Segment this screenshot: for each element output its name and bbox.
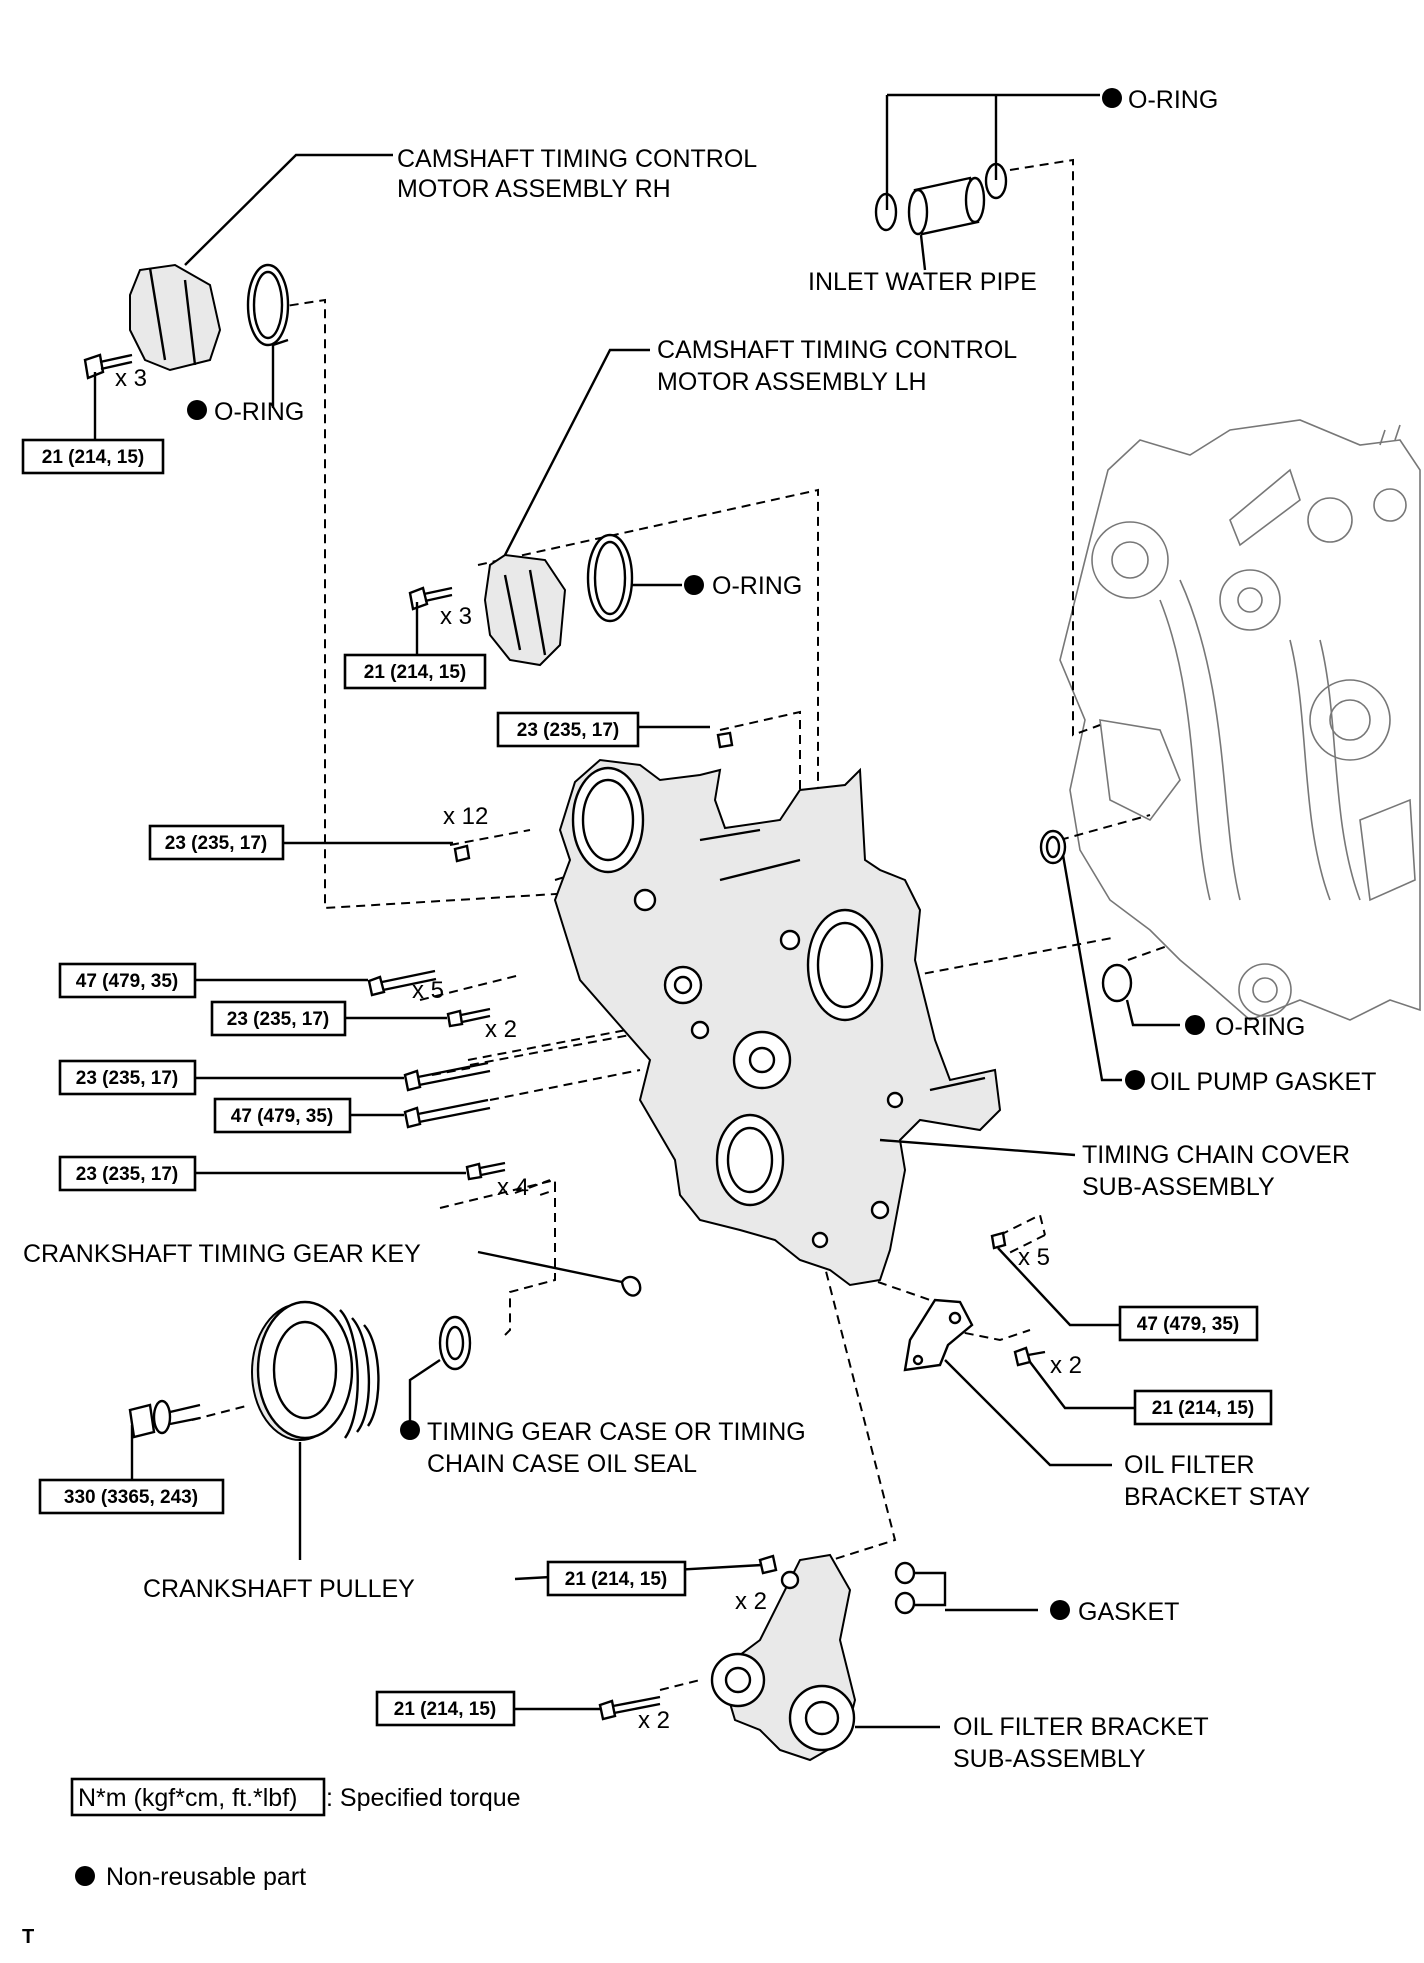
torque-value: 47 (479, 35) bbox=[76, 971, 178, 992]
leader-lines bbox=[93, 93, 1180, 1729]
label-camshaft-rh-line2: MOTOR ASSEMBLY RH bbox=[397, 175, 671, 203]
oil-filter-bracket-stay-illustration bbox=[903, 1298, 1046, 1372]
engine-block-illustration bbox=[1059, 419, 1421, 1021]
torque-box: 23 (235, 17) bbox=[148, 824, 285, 861]
torque-value: 21 (214, 15) bbox=[42, 447, 144, 468]
corner-mark: T bbox=[22, 1926, 34, 1948]
torque-spec-boxes: 21 (214, 15) 21 (214, 15) 23 (235, 17) 2… bbox=[21, 438, 1273, 1727]
torque-box: 21 (214, 15) bbox=[375, 1690, 516, 1727]
qty-bracket-nuts: x 2 bbox=[735, 1588, 767, 1615]
label-oil-filter-stay-line2: BRACKET STAY bbox=[1124, 1483, 1310, 1511]
torque-value: 21 (214, 15) bbox=[1152, 1398, 1254, 1419]
torque-box: 23 (235, 17) bbox=[58, 1059, 197, 1096]
qty-cover-bolts-12: x 12 bbox=[443, 803, 488, 830]
bolt-lh bbox=[408, 586, 453, 611]
label-crankshaft-pulley: CRANKSHAFT PULLEY bbox=[143, 1575, 415, 1603]
torque-value: 330 (3365, 243) bbox=[64, 1487, 198, 1508]
torque-box: 23 (235, 17) bbox=[496, 711, 640, 748]
crankshaft-bolt-illustration bbox=[128, 1399, 201, 1439]
part-labels: CAMSHAFT TIMING CONTROL MOTOR ASSEMBLY R… bbox=[23, 86, 1376, 1773]
torque-value: 23 (235, 17) bbox=[76, 1164, 178, 1185]
label-oring-pipe: O-RING bbox=[1128, 86, 1218, 114]
qty-long-bolts-5: x 5 bbox=[412, 977, 444, 1004]
legend-torque-box bbox=[70, 1777, 326, 1817]
torque-box: 47 (479, 35) bbox=[213, 1097, 352, 1134]
qty-stay-bolts: x 2 bbox=[1050, 1352, 1082, 1379]
label-gasket: GASKET bbox=[1078, 1598, 1179, 1626]
torque-value: 23 (235, 17) bbox=[165, 833, 267, 854]
label-oil-filter-stay-line1: OIL FILTER bbox=[1124, 1451, 1255, 1479]
qty-bolts-4: x 4 bbox=[497, 1174, 529, 1201]
torque-box: 330 (3365, 243) bbox=[38, 1478, 225, 1515]
label-camshaft-lh-line2: MOTOR ASSEMBLY LH bbox=[657, 368, 927, 396]
non-reusable-markers bbox=[75, 88, 1205, 1886]
label-oil-filter-bracket-line2: SUB-ASSEMBLY bbox=[953, 1745, 1146, 1773]
label-inlet-water-pipe: INLET WATER PIPE bbox=[808, 268, 1037, 296]
label-oil-seal-line1: TIMING GEAR CASE OR TIMING bbox=[427, 1418, 806, 1446]
legend-torque-desc: : Specified torque bbox=[326, 1784, 521, 1812]
qty-rh-bolts: x 3 bbox=[115, 365, 147, 392]
torque-box: 23 (235, 17) bbox=[210, 1000, 347, 1037]
legend: N*m (kgf*cm, ft.*lbf) : Specified torque… bbox=[22, 1777, 521, 1948]
torque-box: 21 (214, 15) bbox=[546, 1560, 687, 1597]
bolt-rh bbox=[83, 353, 133, 380]
oil-filter-bracket-illustration bbox=[598, 1553, 916, 1762]
label-oil-seal-line2: CHAIN CASE OIL SEAL bbox=[427, 1450, 697, 1478]
oil-seal-illustration bbox=[438, 1315, 472, 1371]
quantity-labels: x 3 x 3 x 12 x 5 x 2 x 4 x 5 x 2 x 2 x 2 bbox=[115, 365, 1082, 1734]
torque-box: 23 (235, 17) bbox=[58, 1155, 197, 1192]
label-camshaft-lh-line1: CAMSHAFT TIMING CONTROL bbox=[657, 336, 1017, 364]
non-reusable-icon bbox=[1125, 1070, 1145, 1090]
non-reusable-icon bbox=[75, 1866, 95, 1886]
timing-chain-cover-illustration bbox=[553, 758, 1002, 1287]
label-timing-chain-cover-line2: SUB-ASSEMBLY bbox=[1082, 1173, 1275, 1201]
label-oil-pump-gasket: OIL PUMP GASKET bbox=[1150, 1068, 1376, 1096]
label-oring-rh: O-RING bbox=[214, 398, 304, 426]
label-camshaft-rh-line1: CAMSHAFT TIMING CONTROL bbox=[397, 145, 757, 173]
torque-box: 47 (479, 35) bbox=[58, 962, 197, 999]
torque-value: 23 (235, 17) bbox=[517, 720, 619, 741]
non-reusable-icon bbox=[1102, 88, 1122, 108]
non-reusable-icon bbox=[1050, 1600, 1070, 1620]
torque-value: 21 (214, 15) bbox=[394, 1699, 496, 1720]
crankshaft-key-illustration bbox=[620, 1275, 642, 1297]
non-reusable-icon bbox=[187, 400, 207, 420]
torque-value: 21 (214, 15) bbox=[364, 662, 466, 683]
torque-value: 23 (235, 17) bbox=[227, 1009, 329, 1030]
non-reusable-icon bbox=[684, 575, 704, 595]
torque-box: 21 (214, 15) bbox=[21, 438, 165, 475]
camshaft-motor-rh-illustration bbox=[129, 263, 290, 372]
torque-value: 47 (479, 35) bbox=[1137, 1314, 1239, 1335]
non-reusable-icon bbox=[1185, 1015, 1205, 1035]
label-oring-lh: O-RING bbox=[712, 572, 802, 600]
crankshaft-pulley-illustration bbox=[251, 1300, 380, 1441]
non-reusable-icon bbox=[400, 1420, 420, 1440]
qty-bolts-2: x 2 bbox=[485, 1016, 517, 1043]
label-oil-filter-bracket-line1: OIL FILTER BRACKET bbox=[953, 1713, 1209, 1741]
camshaft-motor-lh-illustration bbox=[483, 533, 634, 667]
inlet-water-pipe-illustration bbox=[874, 162, 1008, 236]
label-timing-chain-cover-line1: TIMING CHAIN COVER bbox=[1082, 1141, 1350, 1169]
label-crankshaft-key: CRANKSHAFT TIMING GEAR KEY bbox=[23, 1240, 421, 1268]
torque-box: 21 (214, 15) bbox=[1133, 1389, 1273, 1426]
torque-box: 47 (479, 35) bbox=[1118, 1305, 1259, 1342]
torque-value: 21 (214, 15) bbox=[565, 1569, 667, 1590]
qty-bolts-5-lower: x 5 bbox=[1018, 1244, 1050, 1271]
label-oring-oil-pump: O-RING bbox=[1215, 1013, 1305, 1041]
oil-pump-gasket-illustration bbox=[1039, 829, 1133, 1003]
torque-box: 21 (214, 15) bbox=[343, 653, 487, 690]
cover-bolts bbox=[367, 731, 1007, 1250]
torque-value: 47 (479, 35) bbox=[231, 1106, 333, 1127]
legend-torque-units: N*m (kgf*cm, ft.*lbf) bbox=[78, 1784, 297, 1812]
qty-lh-bolts: x 3 bbox=[440, 603, 472, 630]
qty-bracket-bolts: x 2 bbox=[638, 1707, 670, 1734]
torque-value: 23 (235, 17) bbox=[76, 1068, 178, 1089]
legend-non-reusable: Non-reusable part bbox=[106, 1863, 306, 1891]
